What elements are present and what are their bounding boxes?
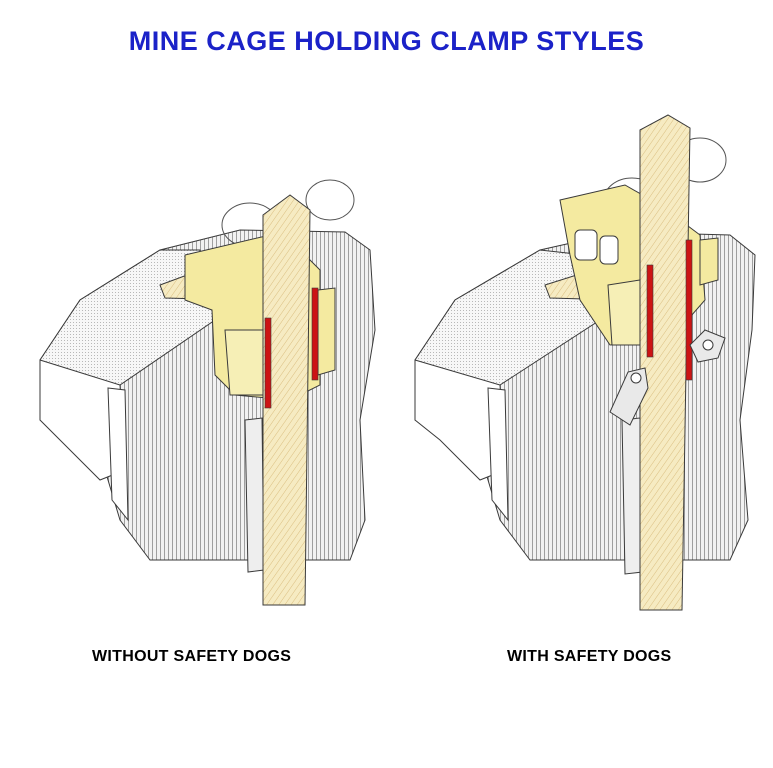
diagram-title: MINE CAGE HOLDING CLAMP STYLES bbox=[128, 26, 645, 56]
right-cage-door bbox=[487, 387, 509, 522]
right-cage-bracket bbox=[621, 417, 643, 575]
left-cage-bracket bbox=[244, 417, 265, 573]
right-clamp-lower bbox=[607, 279, 646, 346]
right-cage-diagram bbox=[414, 114, 756, 611]
caption-without-safety-dogs: WITHOUT SAFETY DOGS bbox=[92, 648, 292, 665]
left-cage-diagram bbox=[39, 179, 376, 606]
right-clamp-window-2 bbox=[599, 235, 619, 265]
right-timber-guide bbox=[639, 114, 691, 611]
right-red-strip-1 bbox=[646, 264, 654, 358]
left-red-strip-1 bbox=[264, 317, 272, 409]
right-safety-dog-1-pin bbox=[630, 372, 642, 384]
left-cage-front bbox=[39, 359, 126, 481]
left-red-strip-2 bbox=[311, 287, 319, 381]
caption-with-safety-dogs: WITH SAFETY DOGS bbox=[507, 648, 672, 665]
right-cage-front bbox=[414, 359, 506, 481]
right-safety-dog-2-pin bbox=[702, 339, 714, 351]
left-clamp-side bbox=[317, 287, 336, 376]
right-clamp-side bbox=[699, 237, 719, 286]
left-sheave-3 bbox=[305, 179, 355, 221]
left-cage-door bbox=[107, 387, 129, 522]
left-clamp-lower bbox=[224, 329, 269, 396]
left-timber-guide bbox=[262, 194, 311, 606]
right-red-strip-2 bbox=[685, 239, 693, 381]
right-clamp-window-1 bbox=[574, 229, 598, 261]
